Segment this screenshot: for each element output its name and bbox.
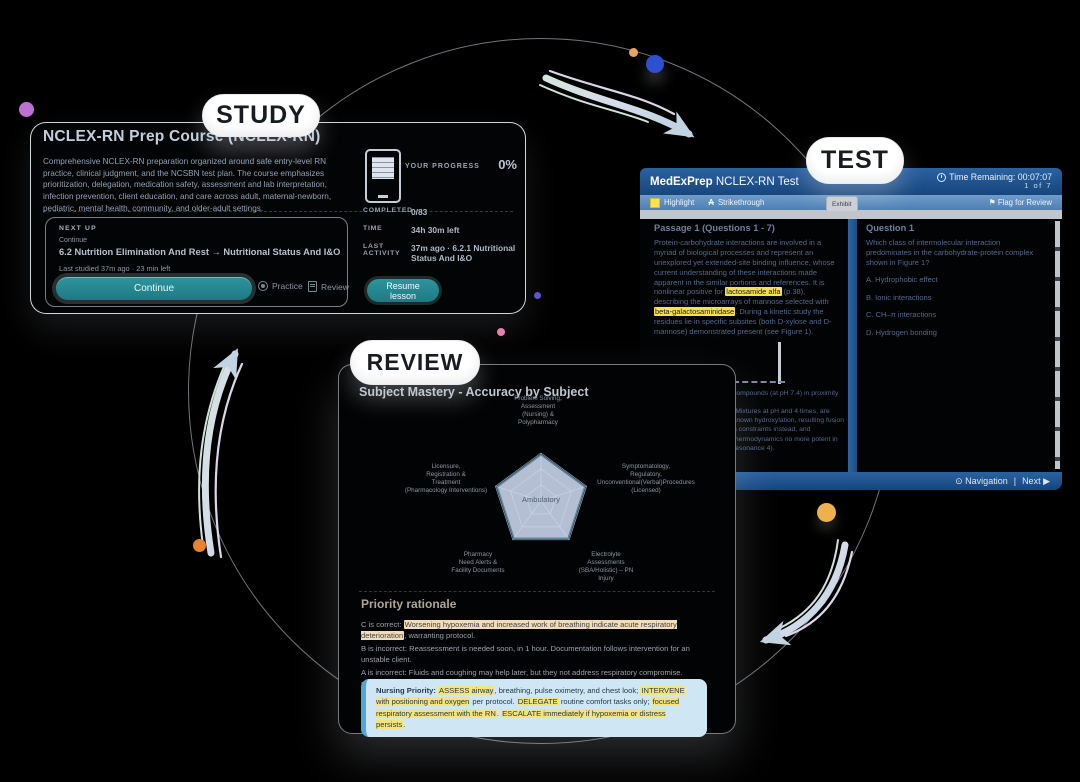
radar-axis-label-right: Symptomatology,Regulatory,Unconventional… xyxy=(597,463,695,495)
radar-center-label: Ambulatory xyxy=(522,495,560,504)
lesson-phone-icon xyxy=(365,149,401,203)
highlight-tool-label: Highlight xyxy=(664,198,695,207)
review-link-label: Review xyxy=(321,281,349,292)
decor-dot-blue xyxy=(646,55,664,73)
stat-row-completed: COMPLETED 0/83 xyxy=(363,207,517,217)
stat-row-last-activity: LAST ACTIVITY 37m ago · 6.2.1 Nutritiona… xyxy=(363,243,517,263)
test-brand: MedExPrep xyxy=(650,175,713,188)
question-counter: 1 of 7 xyxy=(1024,181,1052,191)
highlight-tool[interactable]: Highlight xyxy=(650,197,695,208)
highlight-icon xyxy=(650,197,660,208)
flag-for-review-button[interactable]: ⚑ Flag for Review xyxy=(988,198,1052,207)
stat-label: TIME xyxy=(363,225,383,232)
answer-option-c[interactable]: C. CH–π interactions xyxy=(866,310,937,320)
next-button[interactable]: Next ▶ xyxy=(1022,475,1050,486)
stat-value: 37m ago · 6.2.1 Nutritional Status And I… xyxy=(411,243,516,263)
strikethrough-tool[interactable]: A Strikethrough xyxy=(708,198,764,207)
phone-screen xyxy=(370,155,396,181)
passage-column: Passage 1 (Questions 1 - 7) Protein-carb… xyxy=(654,223,838,337)
test-tabstrip xyxy=(640,210,1062,219)
test-header-right: Time Remaining: 00:07:07 1 of 7 xyxy=(937,172,1052,191)
continue-button[interactable]: Continue xyxy=(56,277,252,300)
review-link[interactable]: Review xyxy=(308,281,349,292)
test-app-title: MedExPrep NCLEX-RN Test xyxy=(650,176,799,188)
tab-exhibit[interactable]: Exhibit xyxy=(826,196,858,211)
strikethrough-icon: A xyxy=(708,198,714,207)
figure-note: (Mixtures at pH and 4 times, are known h… xyxy=(733,408,845,452)
decor-dot-pink xyxy=(497,328,505,336)
scrollbar[interactable] xyxy=(1055,221,1060,469)
stat-rows: COMPLETED 0/83 TIME 34h 30m left LAST AC… xyxy=(363,207,517,271)
figure-peak-bar xyxy=(778,342,781,384)
stat-row-time: TIME 34h 30m left xyxy=(363,225,517,235)
footer-divider: | xyxy=(1013,476,1017,486)
decor-dot-small-orange xyxy=(629,48,638,57)
resume-lesson-button[interactable]: Resume lesson xyxy=(367,279,439,302)
rationale-line-a: A is incorrect: Fluids and coughing may … xyxy=(361,667,683,677)
practice-target-icon xyxy=(258,281,268,291)
course-description: Comprehensive NCLEX-RN preparation organ… xyxy=(43,157,332,213)
radar-data-polygon xyxy=(496,454,586,540)
next-up-label: NEXT UP xyxy=(59,225,97,232)
mastery-title: Subject Mastery - Accuracy by Subject xyxy=(359,385,589,399)
panel-divider xyxy=(848,219,857,472)
test-footer-bar: ⊙ Navigation | Next ▶ xyxy=(640,472,1062,490)
decor-dot-small-blue xyxy=(534,292,541,299)
review-panel: Subject Mastery - Accuracy by Subject Pr… xyxy=(338,364,736,737)
rationale-line-b: B is incorrect: Reassessment is needed s… xyxy=(361,643,690,665)
next-up-box: NEXT UP Continue 6.2 Nutrition Eliminati… xyxy=(45,217,349,307)
radar-chart xyxy=(494,452,588,541)
phone-home-button xyxy=(378,195,388,198)
study-course-card: NCLEX-RN Prep Course (NCLEX-RN) Comprehe… xyxy=(30,122,526,314)
divider-dashed xyxy=(43,211,513,212)
passage-title: Passage 1 (Questions 1 - 7) xyxy=(654,223,775,233)
progress-value: 0% xyxy=(498,157,517,172)
strikethrough-tool-label: Strikethrough xyxy=(717,198,765,207)
figure-caption: compounds (at pH 7.4) in proximity xyxy=(733,390,839,397)
next-up-kicker: Continue xyxy=(59,237,88,244)
review-step-label: REVIEW xyxy=(350,340,480,385)
question-text: Which class of intermolecular interactio… xyxy=(866,238,1034,268)
test-step-label: TEST xyxy=(806,137,904,184)
decor-dot-orange xyxy=(193,539,206,552)
decor-dot-yellow xyxy=(817,503,836,522)
stat-label: LAST ACTIVITY xyxy=(363,243,401,257)
radar-axis-label-left: Licensure,Registration &Treatment(Pharma… xyxy=(404,463,488,495)
progress-label: YOUR PROGRESS xyxy=(405,163,480,170)
stat-value: 34h 30m left xyxy=(411,225,460,235)
radar-axis-label-top: Problem Solving,Assessment(Nursing) &Pol… xyxy=(514,395,562,427)
passage-text: Protein-carbohydrate interactions are in… xyxy=(654,238,835,337)
navigation-button[interactable]: ⊙ Navigation xyxy=(955,475,1008,486)
review-book-icon xyxy=(308,281,317,292)
practice-link-label: Practice xyxy=(272,281,303,291)
rationale-title: Priority rationale xyxy=(361,597,457,611)
nursing-priority-callout: Nursing Priority: ASSESS airway, breathi… xyxy=(361,679,707,737)
time-remaining-label: Time Remaining: 00:07:07 xyxy=(949,172,1052,183)
study-step-label: STUDY xyxy=(202,94,320,137)
decor-dot-violet xyxy=(19,102,34,117)
answer-option-b[interactable]: B. Ionic interactions xyxy=(866,292,932,302)
answer-option-d[interactable]: D. Hydrogen bonding xyxy=(866,327,937,337)
next-lesson-meta: Last studied 37m ago · 23 min left xyxy=(59,264,171,273)
stat-label: COMPLETED xyxy=(363,207,413,214)
practice-link[interactable]: Practice xyxy=(258,281,303,291)
stat-value: 0/83 xyxy=(411,207,428,217)
answer-option-a[interactable]: A. Hydrophobic effect xyxy=(866,275,938,285)
rationale-line-c: C is correct: Worsening hypoxemia and in… xyxy=(361,620,677,641)
question-title: Question 1 xyxy=(866,223,915,233)
next-lesson-title: 6.2 Nutrition Elimination And Rest → Nut… xyxy=(59,247,341,257)
figure-axis xyxy=(733,381,785,383)
test-product: NCLEX-RN Test xyxy=(715,175,799,188)
divider-dashed xyxy=(359,591,715,592)
test-content: Passage 1 (Questions 1 - 7) Protein-carb… xyxy=(640,219,1062,472)
question-column: Question 1 Which class of intermolecular… xyxy=(866,223,1044,345)
clock-icon xyxy=(937,172,947,182)
time-remaining: Time Remaining: 00:07:07 xyxy=(937,172,1052,182)
